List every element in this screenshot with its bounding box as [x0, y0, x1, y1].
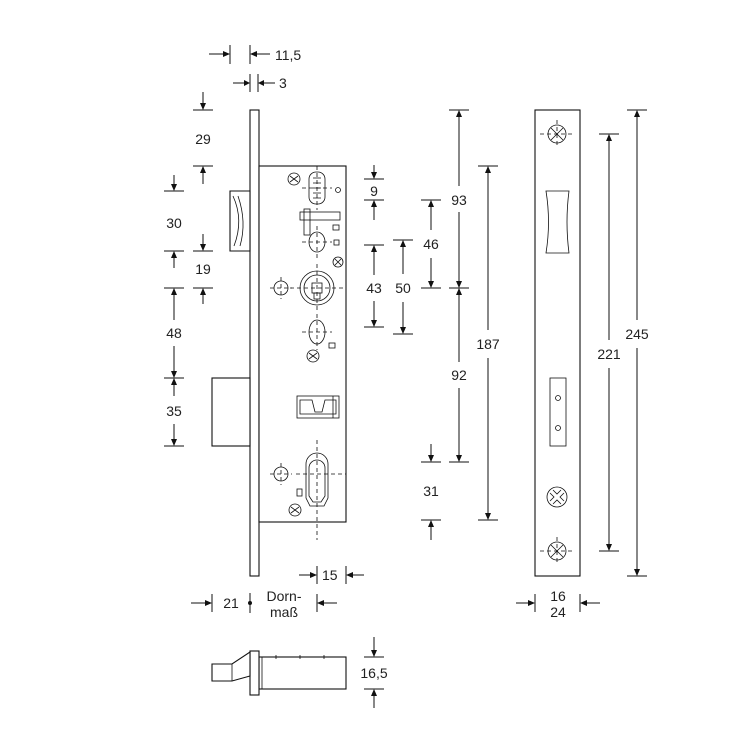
- latch-bolt: [229, 190, 251, 252]
- lock-top-view: [211, 637, 384, 708]
- dim-label-21: 21: [223, 595, 239, 611]
- dim-label-11-5: 11,5: [275, 47, 301, 63]
- dim-label-35: 35: [166, 403, 182, 419]
- dornmass-label-line2: maß: [270, 604, 298, 620]
- dim-label-93: 93: [451, 192, 467, 208]
- screw-icon: [288, 503, 302, 517]
- dim-label-48: 48: [166, 325, 182, 341]
- screw-icon: [306, 349, 320, 363]
- lock-side-view: [211, 109, 347, 577]
- case-top: [258, 656, 347, 690]
- lock-case: [258, 165, 347, 523]
- guide-oval-lower: [302, 314, 336, 350]
- dim-label-245: 245: [625, 326, 649, 342]
- dim-label-221: 221: [597, 346, 621, 362]
- dim-label-46: 46: [423, 236, 439, 252]
- faceplate-front-view: [534, 109, 581, 577]
- dim-label-187: 187: [476, 336, 500, 352]
- screw-icon: [540, 120, 575, 148]
- faceplate-top: [249, 650, 260, 696]
- latch-top: [211, 650, 251, 682]
- bolt-slide: [296, 395, 340, 419]
- screw-icon: [332, 256, 344, 268]
- dim-label-15: 15: [322, 567, 338, 583]
- latch-opening: [545, 190, 570, 254]
- middle-dimensions: [364, 109, 498, 540]
- latch-lever: [299, 208, 341, 236]
- dim-label-30: 30: [166, 215, 182, 231]
- guide-oval: [302, 226, 340, 258]
- dim-label-92: 92: [451, 367, 467, 383]
- dim-label-3: 3: [279, 75, 287, 91]
- dornmass-label-line1: Dorn-: [266, 588, 301, 604]
- screw-icon: [287, 172, 301, 186]
- spring-mechanism: [302, 166, 341, 210]
- left-dimensions: [164, 45, 275, 447]
- dim-label-19: 19: [195, 261, 211, 277]
- dead-bolt: [211, 377, 251, 447]
- bolt-opening: [549, 377, 567, 447]
- faceplate-strip: [249, 109, 260, 577]
- dim-label-43: 43: [366, 280, 382, 296]
- dim-label-16-5: 16,5: [360, 665, 387, 681]
- follower-hub: [270, 264, 344, 312]
- bottom-dimensions: [191, 566, 364, 613]
- dim-label-50: 50: [395, 280, 411, 296]
- dim-label-16: 16: [550, 588, 566, 604]
- screw-icon: [540, 537, 575, 565]
- dim-label-9: 9: [370, 183, 378, 199]
- dim-label-31: 31: [423, 483, 439, 499]
- dim-label-29: 29: [195, 131, 211, 147]
- cylinder-hole: [270, 440, 346, 540]
- right-dimensions: [516, 109, 647, 612]
- faceplate: [534, 109, 581, 577]
- screw-icon: [546, 486, 568, 508]
- dim-label-24: 24: [550, 604, 566, 620]
- dimension-labels: 11,5 3 29 30 19 48 35 9 46 43 50 93 187 …: [166, 47, 649, 681]
